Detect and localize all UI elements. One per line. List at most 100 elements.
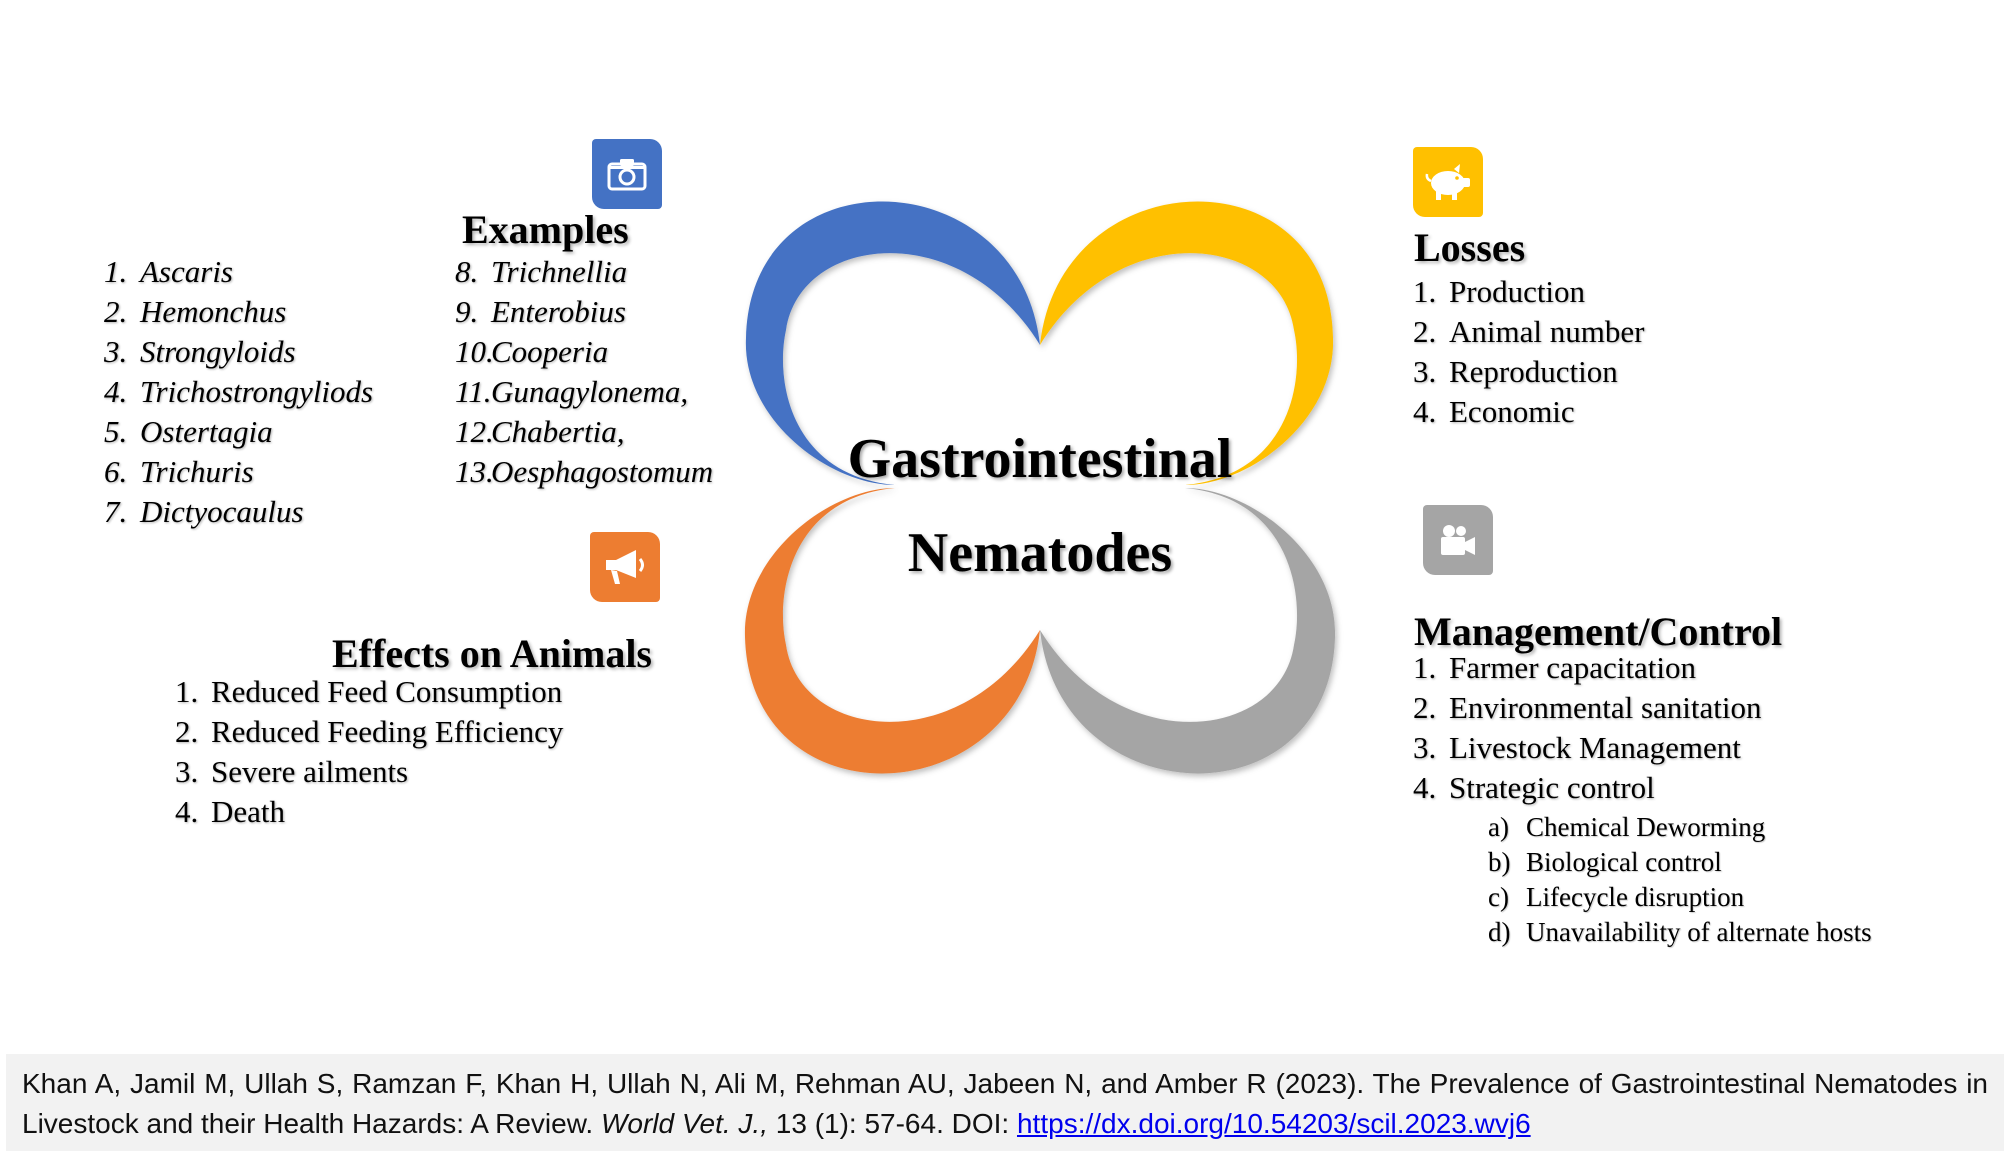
- example-item-number: 13.: [455, 454, 494, 489]
- example-item: 13.Oesphagostomum: [455, 452, 713, 492]
- management-item: 3.Livestock Management: [1413, 728, 1762, 768]
- effects-petal: [744, 488, 1040, 774]
- video-camera-icon: [1423, 505, 1493, 575]
- example-item-number: 5.: [104, 414, 128, 449]
- management-item-number: 1.: [1413, 650, 1437, 685]
- example-item-text: Trichnellia: [491, 254, 628, 289]
- loss-item-number: 4.: [1413, 394, 1437, 429]
- losses-heading: Losses: [1414, 225, 1526, 270]
- example-item-text: Gunagylonema,: [491, 374, 689, 409]
- center-title-line1: Gastrointestinal: [847, 428, 1233, 490]
- piggy-bank-icon: [1413, 147, 1483, 217]
- management-item: 1. Farmer capacitation: [1413, 648, 1762, 688]
- loss-item-number: 1.: [1413, 274, 1437, 309]
- example-item-text: Hemonchus: [140, 294, 287, 329]
- effect-item-number: 1.: [175, 674, 199, 709]
- effect-item-text: Death: [211, 794, 286, 829]
- example-item-number: 6.: [104, 454, 128, 489]
- effects-heading: Effects on Animals: [332, 631, 652, 676]
- megaphone-icon: [590, 532, 660, 602]
- example-item-text: Cooperia: [491, 334, 609, 369]
- example-item-number: 11.: [455, 374, 492, 409]
- management-sublist: a) Chemical Deworming b) Biological control…: [1488, 810, 1872, 950]
- example-item-number: 4.: [104, 374, 128, 409]
- doi-link[interactable]: https://dx.doi.org/10.54203/scil.2023.wv…: [1016, 1108, 1531, 1139]
- strategic-control-item-number: b): [1488, 847, 1511, 877]
- citation-journal: World Vet. J.,: [600, 1108, 768, 1139]
- management-item: 2.Environmental sanitation: [1413, 688, 1762, 728]
- effect-item-text: Reduced Feeding Efficiency: [211, 714, 564, 749]
- example-item-number: 8.: [455, 254, 479, 289]
- center-title-line2: Nematodes: [907, 522, 1173, 584]
- management-item-number: 2.: [1413, 690, 1437, 725]
- strategic-control-item-text: Biological control: [1526, 847, 1722, 877]
- example-item-text: Dictyocaulus: [140, 494, 304, 529]
- example-item-number: 7.: [104, 494, 128, 529]
- example-item: 11.Gunagylonema,: [455, 372, 713, 412]
- camera-icon: [592, 139, 662, 209]
- effect-item: 1. Reduced Feed Consumption: [175, 672, 563, 712]
- examples-heading: Examples: [462, 207, 629, 252]
- example-item: 2. Hemonchus: [104, 292, 373, 332]
- example-item: 3.Strongyloids: [104, 332, 373, 372]
- examples-petal: [745, 201, 1040, 485]
- strategic-control-item: d) Unavailability of alternate hosts: [1488, 915, 1872, 950]
- example-item: 7. Dictyocaulus: [104, 492, 373, 532]
- management-heading: Management/Control: [1414, 609, 1783, 654]
- effect-item: 3.Severe ailments: [175, 752, 563, 792]
- strategic-control-item-number: a): [1488, 812, 1509, 842]
- example-item-text: Trichuris: [140, 454, 254, 489]
- example-item-text: Ostertagia: [140, 414, 273, 449]
- loss-item-number: 3.: [1413, 354, 1437, 389]
- example-item: 4. Trichostrongyliods: [104, 372, 373, 412]
- loss-item-number: 2.: [1413, 314, 1437, 349]
- management-item-text: Livestock Management: [1449, 730, 1741, 765]
- loss-item: 3. Reproduction: [1413, 352, 1644, 392]
- strategic-control-item-number: d): [1488, 917, 1511, 947]
- strategic-control-item-text: Chemical Deworming: [1526, 812, 1766, 842]
- example-item: 5. Ostertagia: [104, 412, 373, 452]
- citation-volume: 13 (1): 57-64. DOI:: [767, 1108, 1017, 1139]
- example-item-number: 10.: [455, 334, 494, 369]
- loss-item: 1. Production: [1413, 272, 1644, 312]
- effect-item-number: 3.: [175, 754, 199, 789]
- example-item-number: 2.: [104, 294, 128, 329]
- effects-list: 1. Reduced Feed Consumption 2. Reduced Feed…: [175, 672, 563, 832]
- management-item-number: 4.: [1413, 770, 1437, 805]
- loss-item-text: Production: [1449, 274, 1586, 309]
- strategic-control-item-text: Lifecycle disruption: [1526, 882, 1745, 912]
- strategic-control-item-number: c): [1488, 882, 1509, 912]
- example-item-text: Enterobius: [491, 294, 626, 329]
- example-item: 8. Trichnellia: [455, 252, 713, 292]
- effect-item-number: 2.: [175, 714, 199, 749]
- example-item: 10.Cooperia: [455, 332, 713, 372]
- management-item: 4. Strategic control: [1413, 768, 1762, 808]
- losses-list: 1. Production 2. Animal number 3. Reproductio…: [1413, 272, 1644, 432]
- example-item: 6. Trichuris: [104, 452, 373, 492]
- example-item: 9. Enterobius: [455, 292, 713, 332]
- management-petal: [1040, 488, 1336, 774]
- example-item: 1.Ascaris: [104, 252, 373, 292]
- strategic-control-item-text: Unavailability of alternate hosts: [1526, 917, 1872, 947]
- strategic-control-item: c) Lifecycle disruption: [1488, 880, 1872, 915]
- management-item-text: Farmer capacitation: [1449, 650, 1697, 685]
- effect-item: 2. Reduced Feeding Efficiency: [175, 712, 563, 752]
- loss-item: 2. Animal number: [1413, 312, 1644, 352]
- loss-item-text: Reproduction: [1449, 354, 1618, 389]
- effect-item-text: Reduced Feed Consumption: [211, 674, 563, 709]
- management-item-text: Strategic control: [1449, 770, 1655, 805]
- example-item-text: Trichostrongyliods: [140, 374, 374, 409]
- loss-item-text: Animal number: [1449, 314, 1645, 349]
- example-item-number: 9.: [455, 294, 479, 329]
- example-item-text: Ascaris: [140, 254, 233, 289]
- loss-item-text: Economic: [1449, 394, 1575, 429]
- citation-text: Khan A, Jamil M, Ullah S, Ramzan F, Khan…: [22, 1068, 1988, 1139]
- example-item: 12.Chabertia,: [455, 412, 713, 452]
- example-item-text: Chabertia,: [491, 414, 625, 449]
- strategic-control-item: a) Chemical Deworming: [1488, 810, 1872, 845]
- loss-item: 4. Economic: [1413, 392, 1644, 432]
